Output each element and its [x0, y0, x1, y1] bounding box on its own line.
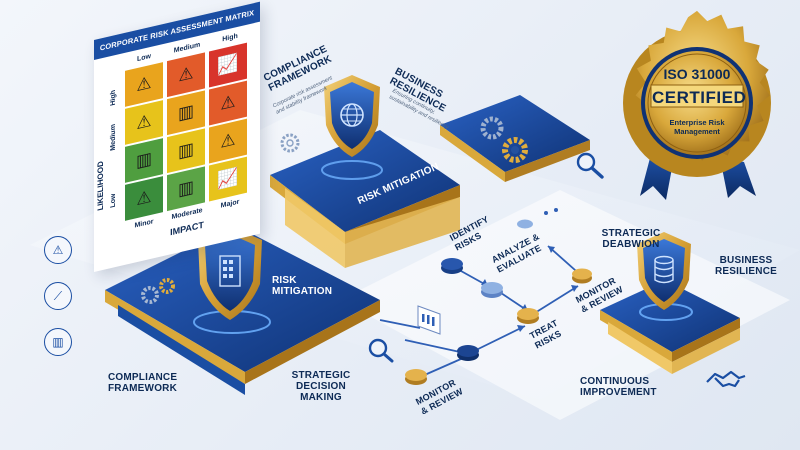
shield-globe-icon — [324, 75, 380, 157]
matrix-cell: ▥ — [167, 166, 205, 212]
bar-chart-icon: ▥ — [177, 176, 195, 200]
warning-icon: ⚠ — [178, 62, 194, 86]
document-chart-icon — [417, 305, 441, 335]
matrix-cell: ⚠ — [125, 62, 163, 107]
shield-database-icon — [637, 232, 691, 310]
gear-outline-icon — [280, 133, 300, 153]
matrix-row-medium: Medium — [110, 123, 117, 152]
bar-chart-icon: ▥ — [135, 148, 153, 172]
risk-mitigation-left-label: RISK MITIGATION — [272, 275, 333, 297]
warning-icon: ⚠ — [136, 186, 152, 210]
platform-top-center — [270, 130, 460, 268]
business-resilience-right: BUSINESS RESILIENCE — [714, 255, 777, 277]
line-chart-icon: 📈 — [217, 166, 239, 191]
gear-icon — [502, 137, 528, 163]
continuous-improvement-label: CONTINUOUS IMPROVEMENT — [580, 376, 657, 398]
risk-assessment-matrix: CORPORATE RISK ASSESSMENT MATRIX Low Med… — [94, 1, 260, 273]
badge-line2: Management — [674, 127, 720, 136]
matrix-row-low: Low — [110, 192, 117, 209]
iso-badge — [623, 10, 771, 200]
warning-icon: ⚠ — [136, 110, 152, 134]
bar-chart-icon: ▥ — [44, 328, 72, 356]
handshake-icon — [706, 370, 746, 388]
strategic-deabwion-label: STRATEGIC DEABWION — [601, 228, 661, 250]
magnifier-icon — [368, 338, 394, 363]
matrix-cell: 📈 — [209, 42, 247, 88]
warning-icon: ⚠ — [220, 91, 236, 114]
matrix-cell: ▥ — [167, 128, 205, 174]
warning-icon: ⚠ — [44, 236, 72, 264]
compliance-framework-bottom: COMPLIANCE FRAMEWORK — [108, 372, 178, 394]
strategic-decision-making: STRATEGIC DECISION MAKING — [291, 370, 351, 403]
platform-right — [600, 280, 740, 374]
matrix-axis-impact: IMPACT — [170, 219, 204, 238]
gear-platform — [440, 95, 590, 182]
warning-icon: ⚠ — [136, 72, 152, 96]
node-treat — [517, 308, 539, 324]
node-analyze — [481, 282, 503, 298]
matrix-cell: ⚠ — [209, 80, 247, 126]
matrix-cell: ⚠ — [125, 100, 163, 145]
badge-line1: Enterprise Risk — [669, 118, 725, 127]
matrix-axis-likelihood: LIKELIHOOD — [96, 160, 105, 212]
gear-icon — [159, 278, 175, 294]
matrix-cell: ⚠ — [167, 52, 205, 98]
bar-chart-icon: ▥ — [177, 138, 195, 162]
node-monitor — [572, 268, 592, 284]
node-identify — [441, 258, 463, 274]
node-lower-gold — [405, 369, 427, 385]
line-chart-icon: 📈 — [217, 52, 239, 77]
matrix-cell: ⚠ — [209, 118, 247, 164]
bar-chart-icon: ▥ — [177, 100, 195, 124]
warning-icon: ⚠ — [220, 129, 236, 152]
process-flow — [379, 208, 592, 385]
node-small — [517, 208, 558, 229]
matrix-row-high: High — [110, 89, 117, 107]
matrix-cell: 📈 — [209, 156, 247, 202]
magnifier-icon — [576, 152, 604, 179]
line-chart-icon: ⟋ — [44, 282, 72, 310]
matrix-cell: ▥ — [167, 90, 205, 136]
badge-iso: ISO 31000 — [663, 66, 731, 82]
badge-certified: CERTIFIED — [652, 88, 747, 107]
shield-building-icon — [198, 226, 262, 320]
matrix-cell: ⚠ — [125, 176, 163, 221]
node-lower-blue — [457, 345, 479, 361]
gear-icon — [141, 286, 159, 304]
matrix-cell: ▥ — [125, 138, 163, 183]
gear-icon — [480, 116, 504, 140]
